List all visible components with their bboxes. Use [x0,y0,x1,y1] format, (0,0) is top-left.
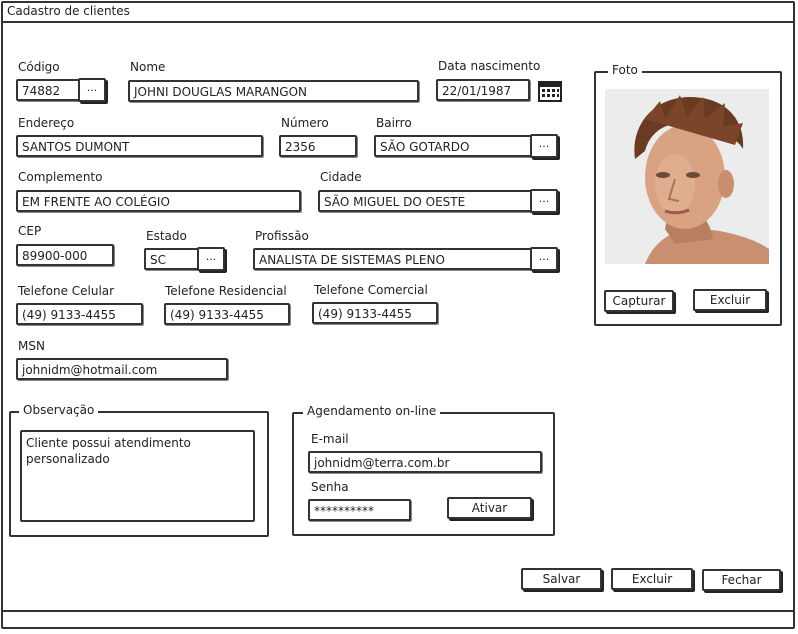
profissao-field[interactable]: ANALISTA DE SISTEMAS PLENO [253,248,532,270]
telefone-residencial-field[interactable]: (49) 9133-4455 [164,303,290,325]
profissao-label: Profissão [255,229,309,243]
numero-label: Número [281,116,329,130]
foto-group [594,71,782,326]
status-bar-divider [1,610,795,612]
codigo-field[interactable]: 74882 [16,79,80,101]
bairro-label: Bairro [376,116,412,130]
cidade-lookup-button[interactable]: ... [530,189,558,213]
email-label: E-mail [311,432,349,446]
cep-label: CEP [18,224,42,238]
foto-legend: Foto [608,63,642,77]
salvar-button[interactable]: Salvar [521,568,602,590]
codigo-lookup-button[interactable]: ... [78,78,106,102]
complemento-label: Complemento [18,170,103,184]
ativar-button[interactable]: Ativar [447,497,532,519]
bairro-lookup-button[interactable]: ... [530,134,558,158]
senha-label: Senha [311,480,349,494]
senha-field[interactable]: ********** [308,499,411,521]
observacao-group [9,411,269,537]
observacao-legend: Observação [19,403,99,417]
cidade-label: Cidade [320,170,362,184]
estado-field[interactable]: SC [144,248,200,270]
endereco-label: Endereço [18,116,75,130]
nome-field[interactable]: JOHNI DOUGLAS MARANGON [128,80,419,102]
msn-field[interactable]: johnidm@hotmail.com [16,358,228,380]
observacao-textarea[interactable]: Cliente possui atendimento personalizado [20,430,255,522]
profissao-lookup-button[interactable]: ... [530,247,558,271]
telefone-comercial-label: Telefone Comercial [314,283,428,297]
window-title: Cadastro de clientes [1,1,795,23]
telefone-celular-label: Telefone Celular [18,284,115,298]
data-nascimento-field[interactable]: 22/01/1987 [436,79,530,101]
codigo-label: Código [18,60,60,74]
endereco-field[interactable]: SANTOS DUMONT [16,135,263,157]
msn-label: MSN [18,339,45,353]
telefone-residencial-label: Telefone Residencial [165,284,287,298]
cidade-field[interactable]: SÃO MIGUEL DO OESTE [318,190,532,212]
excluir-button[interactable]: Excluir [611,568,693,590]
email-field[interactable]: johnidm@terra.com.br [308,451,542,473]
estado-label: Estado [146,229,187,243]
excluir-foto-button[interactable]: Excluir [693,289,767,311]
complemento-field[interactable]: EM FRENTE AO COLÉGIO [16,190,301,212]
fechar-button[interactable]: Fechar [702,569,781,591]
capturar-button[interactable]: Capturar [604,290,674,312]
numero-field[interactable]: 2356 [279,135,357,157]
nome-label: Nome [130,60,166,74]
bairro-field[interactable]: SÃO GOTARDO [374,135,532,157]
agendamento-legend: Agendamento on-line [303,404,441,418]
cep-field[interactable]: 89900-000 [16,244,114,266]
estado-lookup-button[interactable]: ... [197,247,225,271]
customer-photo [605,89,769,264]
telefone-celular-field[interactable]: (49) 9133-4455 [16,303,143,325]
calendar-icon[interactable] [538,79,562,103]
data-nascimento-label: Data nascimento [438,59,541,73]
telefone-comercial-field[interactable]: (49) 9133-4455 [312,302,438,324]
